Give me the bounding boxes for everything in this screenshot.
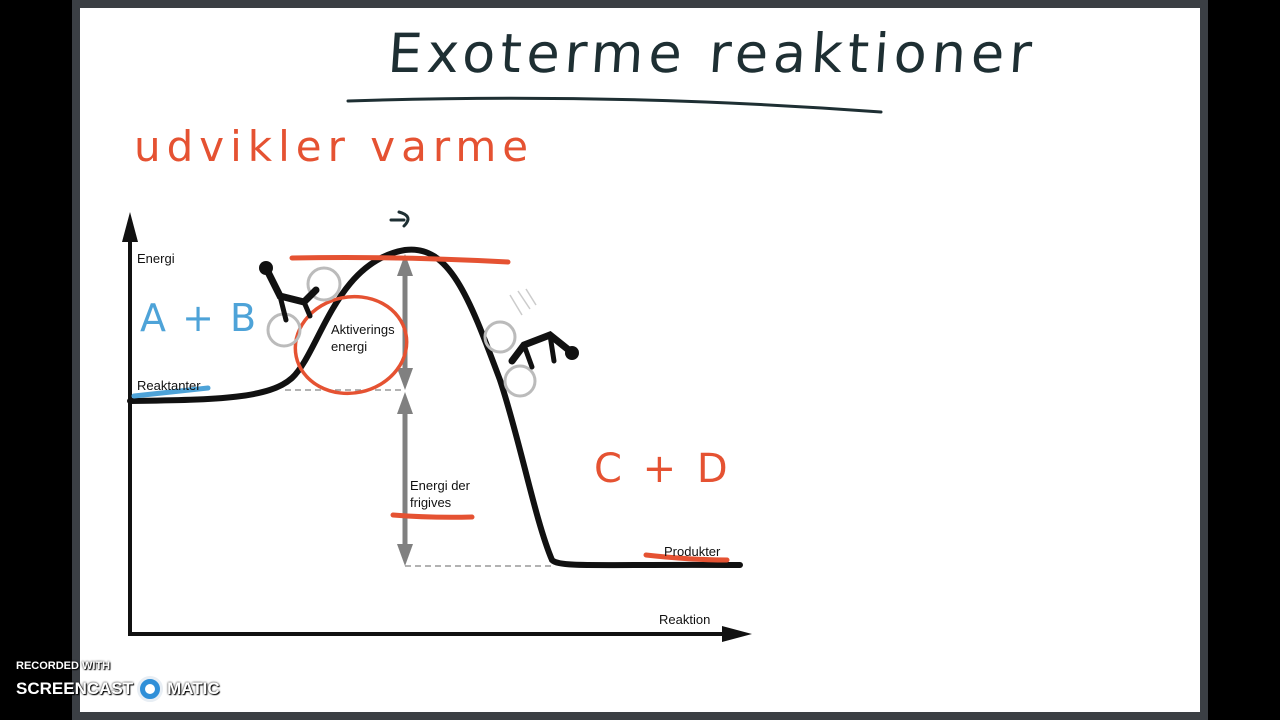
- peak-line: [289, 255, 511, 265]
- released-arrow-down: [397, 544, 413, 566]
- activation-energy-circle: [293, 294, 409, 396]
- watermark-brand-left: SCREENCAST: [16, 679, 134, 698]
- released-energy-label: Energi der frigives: [410, 478, 470, 510]
- whiteboard-canvas: [80, 8, 1200, 712]
- subtitle: udvikler varme: [134, 122, 535, 171]
- products-label: Produkter: [664, 544, 721, 559]
- released-arrow-up: [397, 392, 413, 414]
- reactants-label: Reaktanter: [137, 378, 201, 393]
- activation-energy-label: Aktiverings energi: [331, 322, 395, 354]
- y-axis-label: Energi: [137, 251, 175, 266]
- released-underline: [390, 512, 475, 520]
- watermark-brand-right: MATIC: [167, 679, 220, 698]
- cyclist-downhill-icon: [483, 288, 579, 398]
- energy-curve: [127, 246, 743, 569]
- activation-arrow-up: [397, 254, 413, 276]
- x-axis-arrowhead: [722, 626, 752, 642]
- page-title: Exoterme reaktioner: [385, 22, 1039, 85]
- watermark-recorded-text: RECORDED WITH: [16, 660, 111, 672]
- y-axis-arrowhead: [122, 212, 138, 242]
- reactants-formula: A + B: [140, 296, 259, 340]
- watermark-brand: SCREENCAST MATIC: [16, 676, 220, 702]
- peak-arrow-mark: [389, 210, 410, 228]
- products-underline: [643, 552, 730, 563]
- screencast-watermark: RECORDED WITH SCREENCAST MATIC: [16, 660, 220, 702]
- screencast-logo-icon: [137, 676, 164, 702]
- cyclist-uphill-icon: [259, 261, 342, 348]
- title-underline: [346, 96, 883, 114]
- x-axis-label: Reaktion: [659, 612, 711, 627]
- activation-arrow-down: [397, 368, 413, 390]
- reactants-underline: [131, 385, 211, 399]
- products-formula: C + D: [594, 446, 732, 492]
